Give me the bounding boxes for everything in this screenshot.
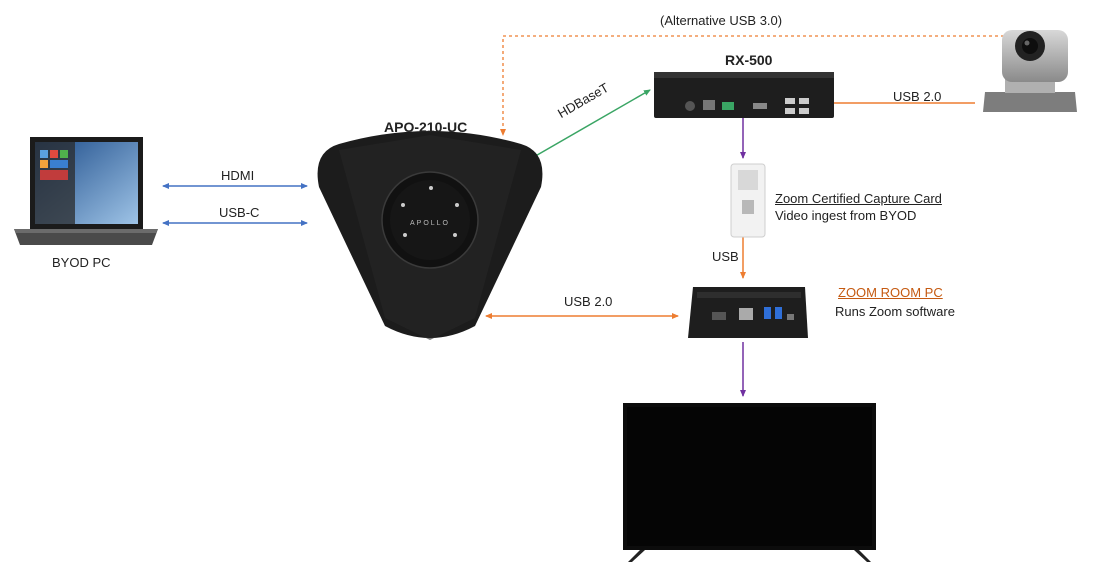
hdmi-label: HDMI	[221, 168, 255, 183]
apollo-logo-text: APOLLO	[410, 220, 450, 227]
usbc-label: USB-C	[219, 205, 260, 220]
rx500-extender-icon	[654, 72, 834, 118]
zoom-room-pc-title: ZOOM ROOM PC	[838, 285, 943, 300]
pc-usb-label: USB 2.0	[564, 294, 613, 309]
mini-pc-icon	[688, 287, 808, 338]
rx500-label: RX-500	[725, 52, 773, 68]
camera-usb-label: USB 2.0	[893, 89, 942, 104]
alt-usb3-label: (Alternative USB 3.0)	[660, 13, 783, 28]
apo-label: APO-210-UC	[384, 119, 468, 135]
capture-card-icon	[730, 163, 766, 238]
alt-usb3-connector	[500, 35, 1010, 136]
capture-card-subtitle: Video ingest from BYOD	[775, 208, 917, 223]
tv-display-icon	[623, 403, 876, 562]
capture-usb-label: USB	[712, 249, 739, 264]
speakerphone-icon: APOLLO	[317, 131, 543, 340]
ptz-camera-icon	[983, 30, 1077, 112]
zoom-room-pc-subtitle: Runs Zoom software	[835, 304, 955, 319]
capture-card-title: Zoom Certified Capture Card	[775, 191, 942, 206]
byod-pc-label: BYOD PC	[52, 255, 111, 270]
hdbaset-connector	[531, 89, 651, 159]
laptop-icon	[14, 137, 158, 245]
